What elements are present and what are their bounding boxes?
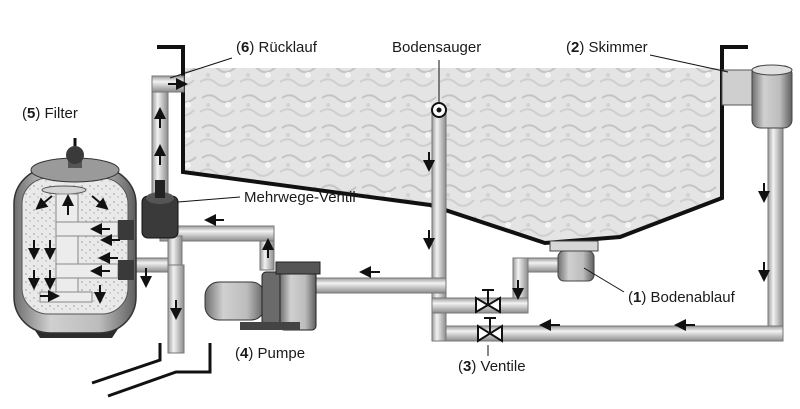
bodenablauf: [549, 240, 599, 282]
label-bodensauger-text: Bodensauger: [392, 39, 482, 56]
label-skimmer: (2) Skimmer: [566, 39, 648, 56]
label-pumpe: (4) Pumpe: [235, 345, 306, 362]
mehrwege-ventil: [141, 180, 179, 239]
label-skimmer-number: 2: [571, 39, 580, 56]
label-ventile-text: Ventile: [480, 358, 526, 375]
label-pumpe-text: Pumpe: [257, 345, 306, 362]
label-filter-number: 5: [27, 105, 36, 122]
label-ventile: (3) Ventile: [458, 358, 526, 375]
pool-basin: [157, 45, 748, 246]
label-mehrwege-ventil: Mehrwege-Ventil: [244, 190, 356, 205]
label-bodenablauf: (1) Bodenablauf: [628, 289, 735, 306]
flow-arrows: [28, 78, 770, 331]
label-filter-text: Filter: [44, 105, 78, 122]
pump: [204, 261, 321, 331]
arrow-icon: [35, 195, 53, 210]
skimmer: [721, 64, 793, 129]
drain-channel: [91, 343, 212, 398]
label-bodenablauf-number: 1: [633, 289, 642, 306]
label-ventil-text: Mehrwege-Ventil: [244, 189, 356, 206]
valve-icon: [477, 317, 503, 343]
label-ruecklauf-number: 6: [241, 39, 250, 56]
label-pumpe-number: 4: [240, 345, 249, 362]
label-ruecklauf: (6) Rücklauf: [236, 39, 317, 56]
label-ruecklauf-text: Rücklauf: [258, 39, 317, 56]
label-filter: (5) Filter: [22, 105, 78, 122]
label-bodensauger: Bodensauger: [392, 40, 481, 55]
label-bodenablauf-text: Bodenablauf: [650, 289, 735, 306]
bodensauger-pipe: [431, 109, 447, 291]
arrow-icon: [91, 195, 109, 210]
valve-icon: [475, 289, 501, 314]
skimmer-pipe-vertical: [767, 114, 784, 341]
filter-tank: [13, 138, 137, 338]
pump-suction-pipe: [309, 277, 447, 294]
label-skimmer-text: Skimmer: [588, 39, 648, 56]
label-ventile-number: 3: [463, 358, 472, 375]
leader-lines: [169, 54, 729, 356]
